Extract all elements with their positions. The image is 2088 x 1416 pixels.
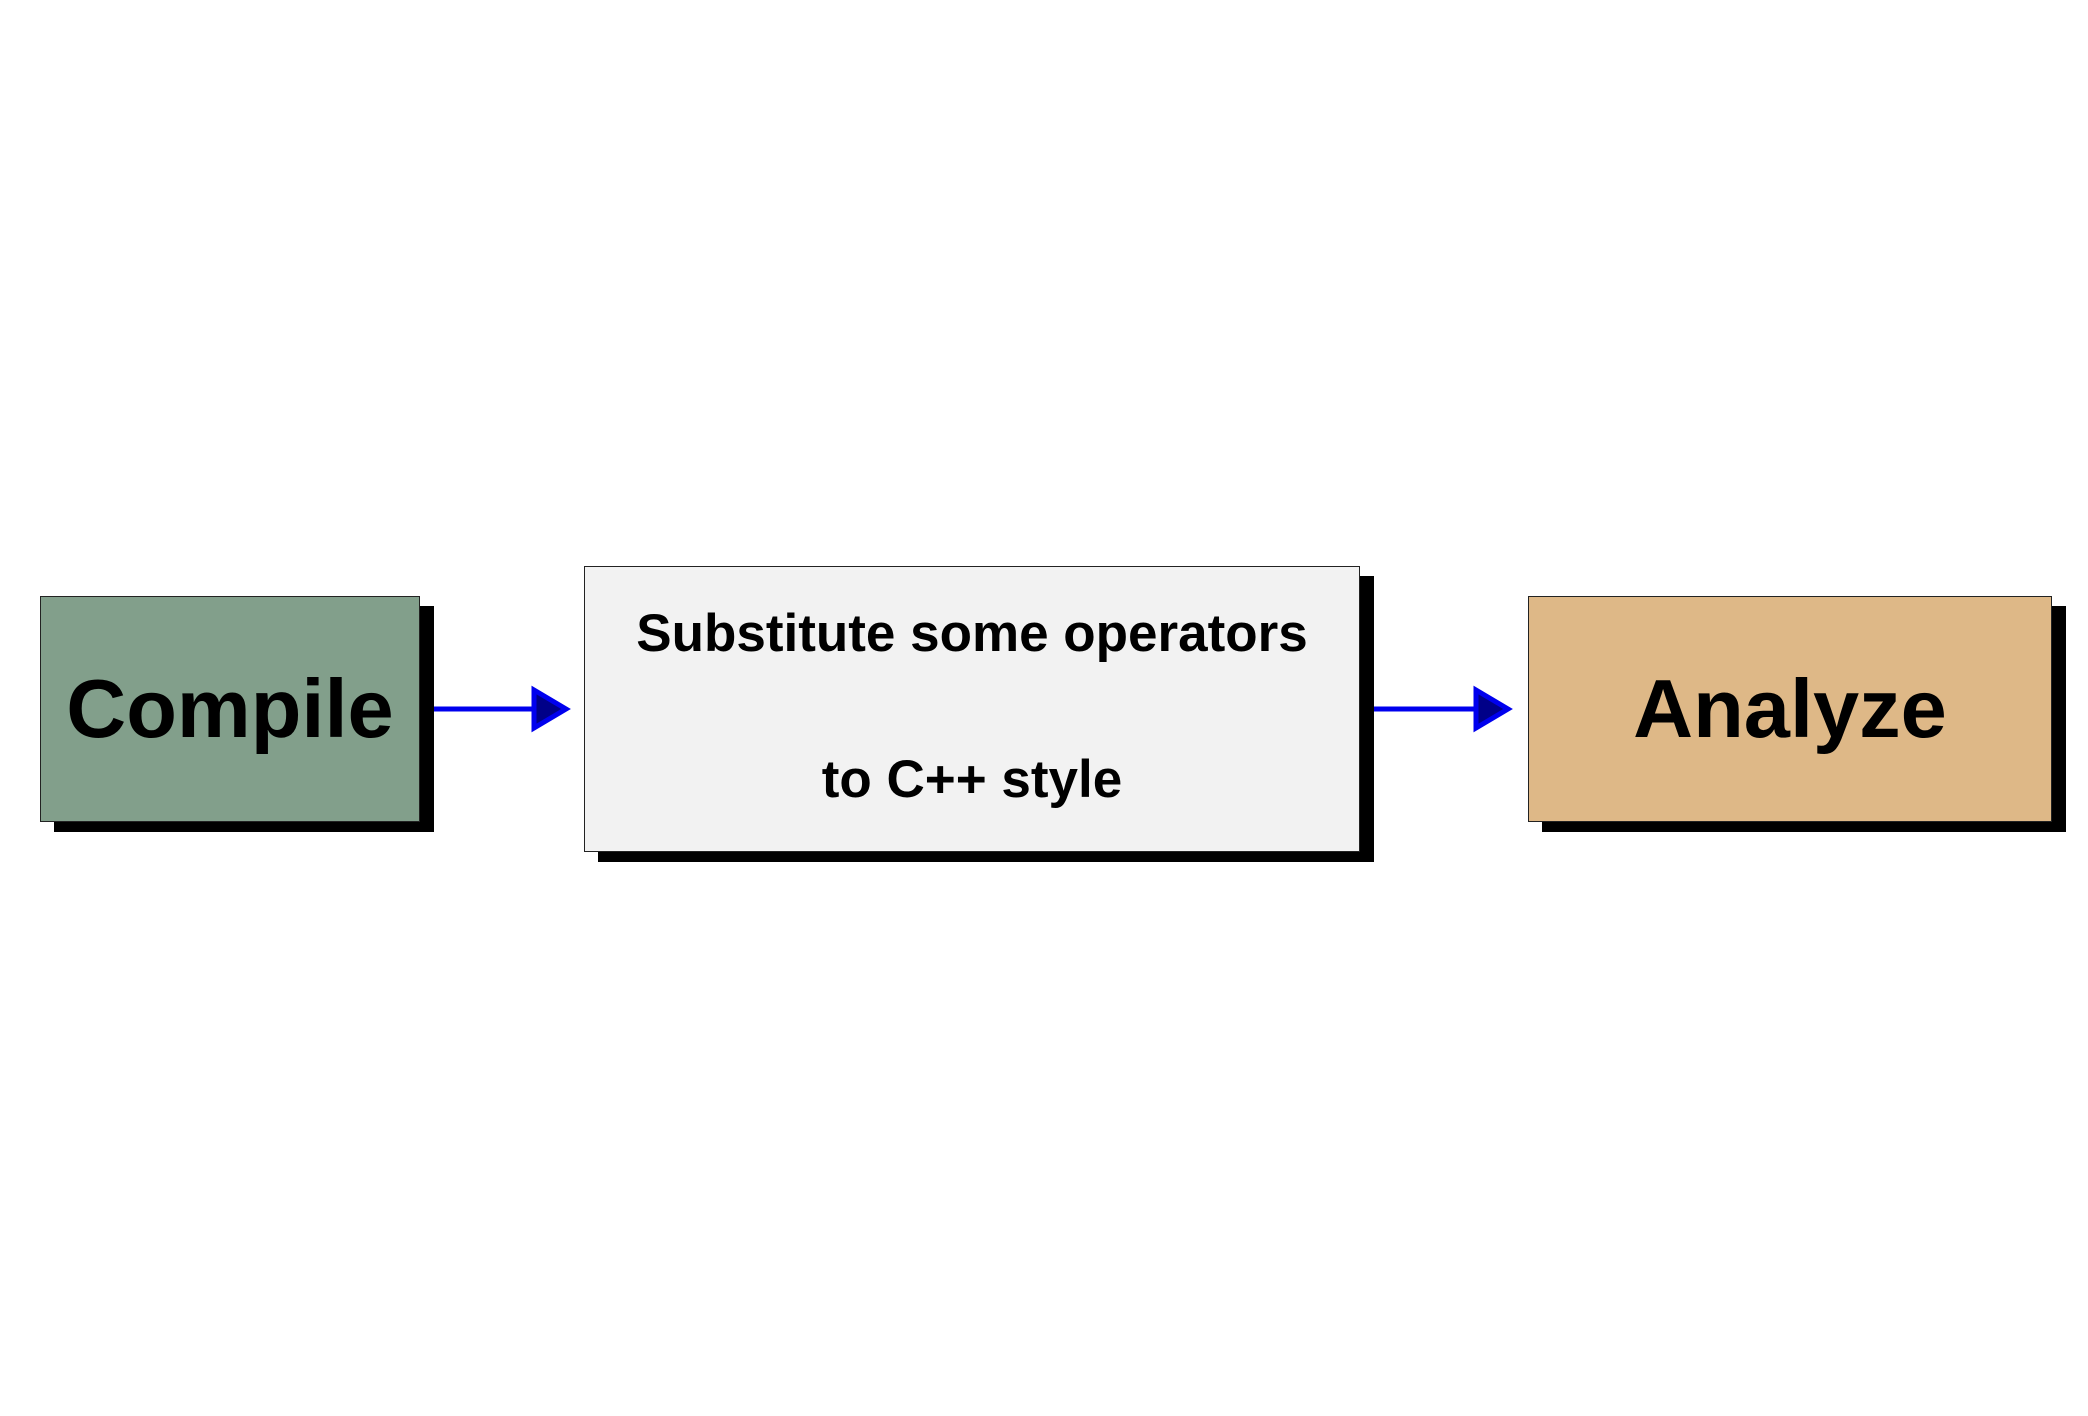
- analyze-label: Analyze: [1633, 662, 1947, 756]
- substitute-label-line-1: Substitute some operators: [636, 604, 1308, 663]
- compile-box: Compile: [40, 596, 420, 822]
- compile-label: Compile: [66, 662, 394, 756]
- analyze-box: Analyze: [1528, 596, 2052, 822]
- substitute-label-line-2: to C++ style: [821, 749, 1123, 809]
- substitute-operators-box: Substitute some operators to C++ style: [584, 566, 1360, 852]
- arrow-compile-to-substitute: [420, 685, 571, 733]
- arrow-substitute-to-analyze: [1360, 685, 1513, 733]
